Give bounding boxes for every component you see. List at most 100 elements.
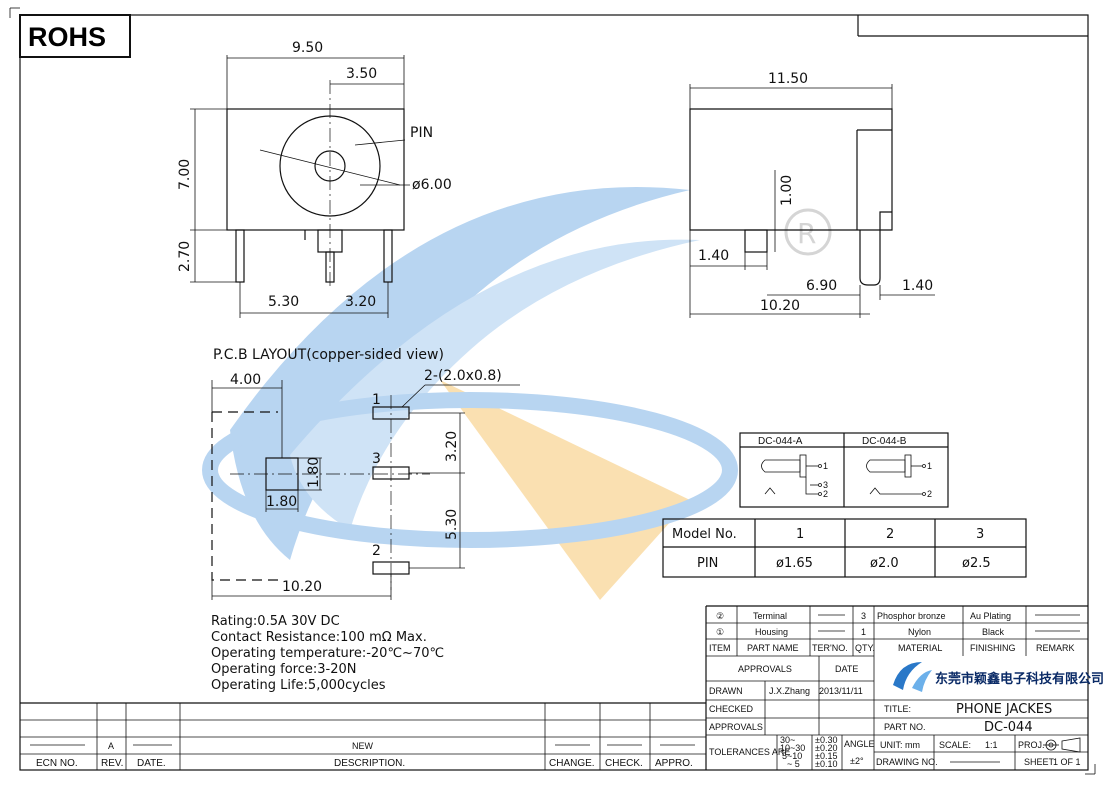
watermark-logo bbox=[202, 187, 738, 600]
item-1-finishing: Black bbox=[982, 627, 1005, 637]
pcb-pin-3: 3 bbox=[372, 451, 381, 467]
front-view: 9.50 3.50 7.00 2.70 PIN ø6.00 5.30 3.20 bbox=[177, 40, 452, 318]
sheet-border bbox=[9, 7, 1096, 775]
tol-range-4: ~ 5 bbox=[787, 759, 800, 769]
ecn-header: ECN NO. bbox=[36, 758, 78, 769]
side-pin-height-dim: 1.00 bbox=[779, 175, 795, 206]
item-2-name: Terminal bbox=[753, 611, 787, 621]
rev-header: REV. bbox=[101, 758, 123, 769]
tol-value-2: ±0.20 bbox=[815, 743, 837, 753]
pin-row-label: PIN bbox=[697, 556, 718, 571]
model-table: Model No. 1 2 3 PIN ø1.65 ø2.0 ø2.5 bbox=[662, 518, 1027, 578]
pcb-gap-lower-dim: 5.30 bbox=[444, 509, 460, 540]
tolerances-label: TOLERANCES ARE bbox=[709, 747, 790, 757]
item-2-no: ② bbox=[716, 611, 724, 621]
variant-a-pin-2: 2 bbox=[823, 489, 828, 499]
rohs-badge: ROHS bbox=[19, 14, 131, 58]
variant-b-pin-1: 1 bbox=[927, 461, 932, 471]
tol-value-1: ±0.30 bbox=[815, 735, 837, 745]
scale-value: 1:1 bbox=[985, 740, 998, 750]
company-logo-icon bbox=[893, 662, 932, 692]
appro-header: APPRO. bbox=[655, 758, 693, 769]
checked-label: CHECKED bbox=[709, 704, 754, 714]
item-1-no: ① bbox=[716, 627, 724, 637]
drawn-date: 2013/11/11 bbox=[819, 686, 863, 696]
revision-description: NEW bbox=[352, 741, 374, 751]
side-view: 11.50 1.00 1.40 6.90 1.40 10.20 bbox=[689, 71, 935, 318]
pcb-pads-dim: 2-(2.0x0.8) bbox=[424, 368, 502, 384]
tol-range-1: 30~ bbox=[780, 735, 795, 745]
part-no: DC-044 bbox=[984, 720, 1033, 735]
item-2-material: Phosphor bronze bbox=[877, 611, 946, 621]
front-left-span-dim: 5.30 bbox=[268, 294, 299, 310]
tol-value-4: ±0.10 bbox=[815, 759, 837, 769]
change-header: CHANGE. bbox=[549, 758, 595, 769]
angle-tolerance: ±2° bbox=[850, 756, 864, 766]
title-label: TITLE: bbox=[884, 704, 911, 714]
revision-letter: A bbox=[108, 741, 114, 751]
approvals-label: APPROVALS bbox=[709, 722, 763, 732]
check-header: CHECK. bbox=[605, 758, 643, 769]
pin-2-diameter: ø2.0 bbox=[870, 556, 899, 571]
spec-life: Operating Life:5,000cycles bbox=[211, 678, 386, 693]
front-offset-dim: 3.50 bbox=[346, 66, 377, 82]
model-3: 3 bbox=[976, 527, 984, 542]
pcb-gap-upper-dim: 3.20 bbox=[444, 431, 460, 462]
pin-callout: PIN bbox=[410, 125, 433, 141]
header-finishing: FINISHING bbox=[970, 643, 1016, 653]
tol-range-2: 10~30 bbox=[780, 743, 805, 753]
front-pin-length-dim: 2.70 bbox=[177, 241, 193, 272]
variant-a-pin-1: 1 bbox=[823, 461, 828, 471]
variant-a-pin-3: 3 bbox=[823, 480, 828, 490]
header-material: MATERIAL bbox=[898, 643, 942, 653]
revision-block: A NEW ECN NO. REV. DATE. DESCRIPTION. CH… bbox=[20, 702, 706, 770]
approvals-header: APPROVALS bbox=[738, 664, 792, 674]
pcb-pad-w-dim: 1.80 bbox=[266, 494, 297, 510]
title-block: ② Terminal 3 Phosphor bronze Au Plating … bbox=[705, 605, 1104, 770]
item-1-material: Nylon bbox=[908, 627, 931, 637]
svg-text:R: R bbox=[797, 217, 816, 250]
pin-1-diameter: ø1.65 bbox=[776, 556, 813, 571]
header-qty: QTY. bbox=[855, 643, 875, 653]
proj-label: PROJ. bbox=[1018, 740, 1045, 750]
item-1-name: Housing bbox=[755, 627, 788, 637]
unit-label: UNIT: mm bbox=[880, 740, 920, 750]
sheet-label: SHEET bbox=[1024, 757, 1055, 767]
angle-label: ANGLE bbox=[844, 739, 875, 749]
drawn-label: DRAWN bbox=[709, 686, 743, 696]
registered-mark-icon: R bbox=[784, 208, 832, 256]
drawing-no-label: DRAWING NO. bbox=[876, 757, 938, 767]
item-1-qty: 1 bbox=[861, 627, 866, 637]
spec-rating: Rating:0.5A 30V DC bbox=[211, 614, 340, 629]
pcb-pad-h-dim: 1.80 bbox=[306, 457, 322, 488]
variant-schematics: DC-044-A DC-044-B 1 3 2 1 2 bbox=[739, 432, 949, 508]
model-2: 2 bbox=[886, 527, 894, 542]
spec-temperature: Operating temperature:-20℃~70℃ bbox=[211, 646, 444, 661]
tol-value-3: ±0.15 bbox=[815, 751, 837, 761]
item-2-finishing: Au Plating bbox=[970, 611, 1011, 621]
part-no-label: PART NO. bbox=[884, 722, 926, 732]
drawing-title: PHONE JACKES bbox=[956, 702, 1052, 717]
pin-3-diameter: ø2.5 bbox=[962, 556, 991, 571]
header-part-name: PART NAME bbox=[747, 643, 799, 653]
projection-symbol-icon bbox=[1043, 737, 1081, 753]
pcb-total-dim: 10.20 bbox=[282, 579, 322, 595]
header-remark: REMARK bbox=[1036, 643, 1075, 653]
drawn-by: J.X.Zhang bbox=[769, 686, 810, 696]
date-col-header: DATE. bbox=[137, 758, 166, 769]
spec-force: Operating force:3-20N bbox=[211, 662, 356, 677]
front-width-dim: 9.50 bbox=[292, 40, 323, 56]
tol-range-3: 5~10 bbox=[782, 751, 802, 761]
description-header: DESCRIPTION. bbox=[334, 758, 405, 769]
variant-b-label: DC-044-B bbox=[862, 436, 907, 447]
variant-a-label: DC-044-A bbox=[758, 436, 803, 447]
side-width-dim: 11.50 bbox=[768, 71, 808, 87]
company-name: 东莞市颖鑫电子科技有限公司 bbox=[935, 671, 1104, 687]
model-1: 1 bbox=[796, 527, 804, 542]
front-height-dim: 7.00 bbox=[177, 159, 193, 190]
sheet-value: 1 OF 1 bbox=[1053, 757, 1081, 767]
side-end-offset-dim: 1.40 bbox=[902, 278, 933, 294]
front-right-span-dim: 3.20 bbox=[345, 294, 376, 310]
header-ter-no: TER'NO. bbox=[812, 643, 848, 653]
